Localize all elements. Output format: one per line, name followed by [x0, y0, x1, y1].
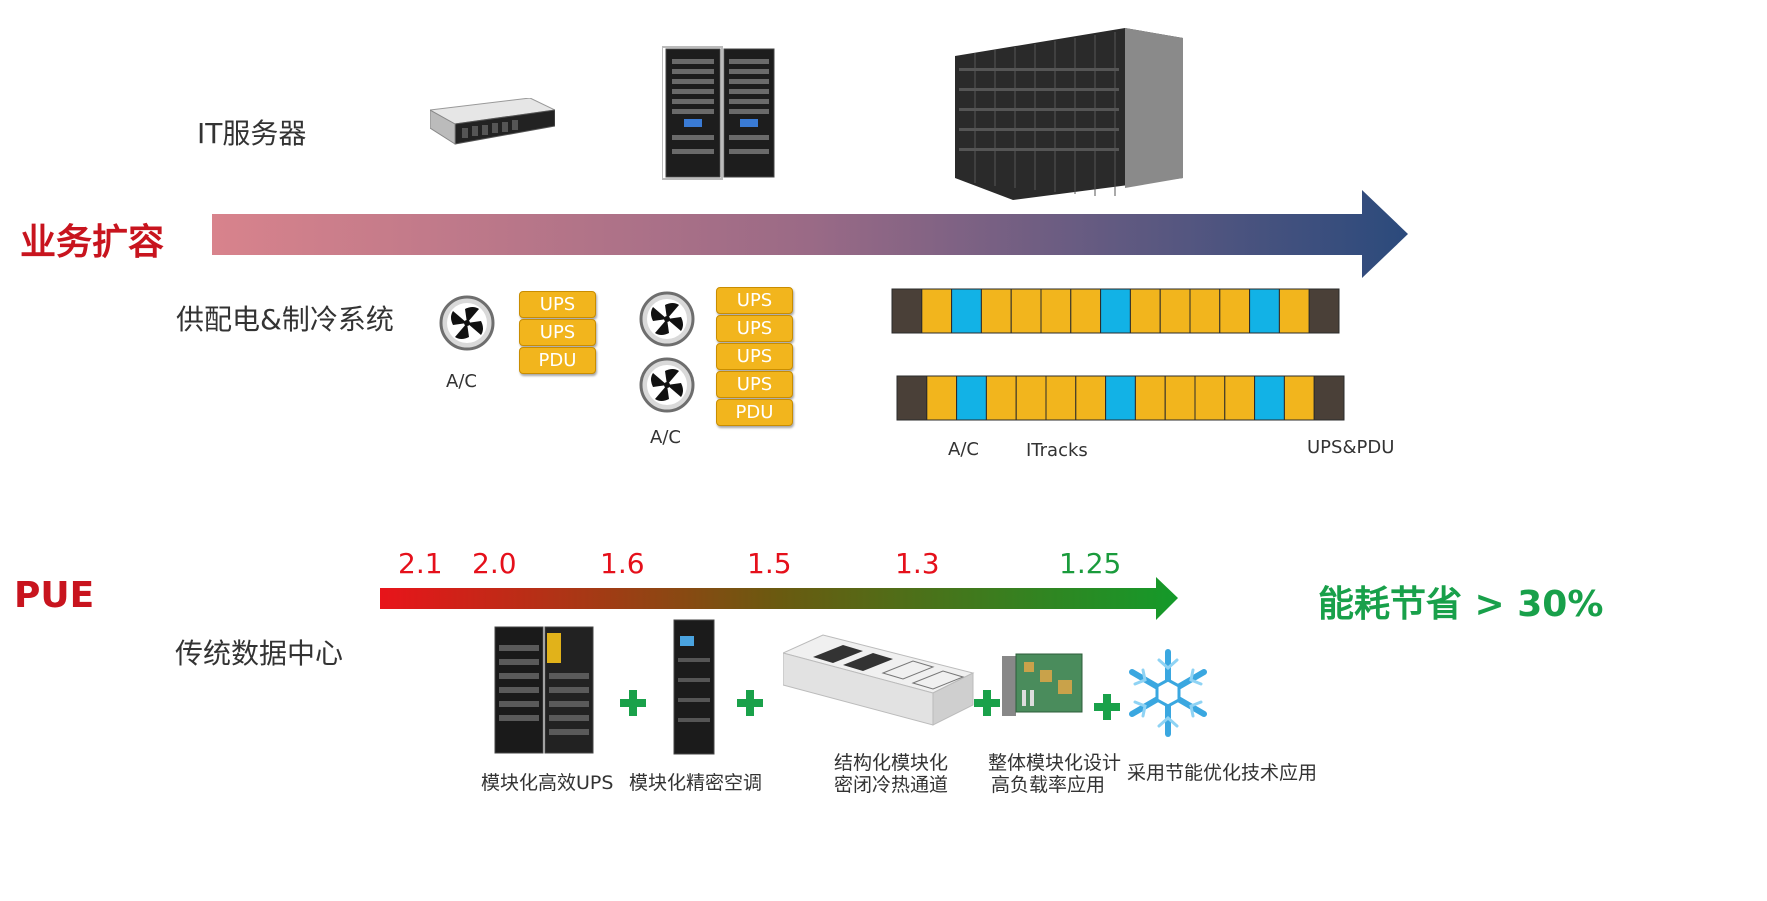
ac-unit-cell	[1249, 288, 1280, 334]
server-row-icon	[955, 28, 1183, 200]
pue-value-1-5: 1.5	[747, 547, 792, 580]
ups-pdu-cell	[1313, 375, 1345, 421]
rack-legend-ac: A/C	[948, 439, 979, 460]
it-rack-cell	[1075, 375, 1107, 421]
rack-legend-itracks: ITracks	[1026, 440, 1088, 461]
tech-caption-modular-ups: 模块化高效UPS	[481, 772, 614, 794]
fan-icon	[639, 291, 695, 347]
pue-value-2-0: 2.0	[472, 547, 517, 580]
ac-unit-cell	[1254, 375, 1285, 421]
pdu-tag: PDU	[519, 347, 596, 374]
ac-unit-cell	[1100, 288, 1131, 334]
tech-caption-energy-tech: 采用节能优化技术应用	[1127, 762, 1318, 784]
modular-ups-icon	[494, 626, 594, 754]
rack-server-icon	[430, 98, 555, 145]
it-rack-cell	[1129, 288, 1161, 334]
traditional-dc-label: 传统数据中心	[175, 637, 344, 670]
it-rack-cell	[1045, 375, 1077, 421]
it-rack-cell	[1219, 288, 1251, 334]
business-expansion-label: 业务扩容	[20, 222, 165, 263]
ups-pdu-cell	[891, 288, 923, 334]
it-rack-cell	[1134, 375, 1166, 421]
it-rack-cell	[1015, 375, 1047, 421]
it-servers-label: IT服务器	[197, 117, 307, 150]
ups-tag: UPS	[519, 291, 596, 318]
pdu-tag: PDU	[716, 399, 793, 426]
fan-icon	[439, 295, 495, 351]
plus-icon	[1094, 694, 1120, 720]
it-rack-cell	[1159, 288, 1191, 334]
ups-pdu-cell	[1308, 288, 1340, 334]
it-rack-cell	[1278, 288, 1310, 334]
cabinet-pair-icon	[662, 46, 775, 180]
it-rack-cell	[926, 375, 958, 421]
fan-icon	[639, 357, 695, 413]
power-cooling-label: 供配电&制冷系统	[176, 303, 394, 336]
pue-arrow	[380, 577, 1178, 620]
ups-tag: UPS	[716, 343, 793, 370]
ups-tag: UPS	[716, 287, 793, 314]
ac-unit-cell	[956, 375, 987, 421]
pue-label: PUE	[14, 575, 95, 616]
it-rack-cell	[1070, 288, 1102, 334]
it-rack-cell	[1283, 375, 1315, 421]
it-rack-cell	[985, 375, 1017, 421]
snowflake-icon	[1129, 649, 1207, 737]
it-rack-cell	[1040, 288, 1072, 334]
it-rack-cell	[1010, 288, 1042, 334]
ac-label-2: A/C	[650, 427, 681, 448]
it-rack-cell	[1164, 375, 1196, 421]
pue-value-1-25: 1.25	[1059, 547, 1122, 580]
ups-pdu-cell	[896, 375, 928, 421]
pue-value-1-3: 1.3	[895, 547, 940, 580]
it-rack-cell	[1224, 375, 1256, 421]
ac-label-1: A/C	[446, 371, 477, 392]
expansion-arrow	[212, 190, 1408, 278]
pue-value-2-1: 2.1	[398, 547, 443, 580]
energy-saving-label: 能耗节省 > 30%	[1318, 584, 1604, 625]
rack-legend-ups-pdu: UPS&PDU	[1307, 437, 1395, 458]
tech-caption-precision-ac: 模块化精密空调	[629, 772, 763, 794]
ac-unit-cell	[1105, 375, 1136, 421]
tech-caption-modular-design-line2: 高负载率应用	[991, 774, 1106, 796]
it-rack-cell	[1189, 288, 1221, 334]
precision-ac-icon	[673, 619, 715, 755]
it-rack-cell	[1194, 375, 1226, 421]
tech-caption-containment-line1: 结构化模块化	[834, 752, 949, 774]
module-card-icon	[1002, 653, 1083, 716]
ups-tag: UPS	[716, 371, 793, 398]
ac-unit-cell	[951, 288, 982, 334]
tech-caption-modular-design-line1: 整体模块化设计	[988, 752, 1122, 774]
ups-tag: UPS	[716, 315, 793, 342]
containment-aisle-icon	[783, 634, 975, 726]
rack-row-2	[896, 375, 1345, 421]
plus-icon	[974, 690, 1000, 716]
tech-caption-containment-line2: 密闭冷热通道	[834, 774, 949, 796]
it-rack-cell	[921, 288, 953, 334]
ups-tag: UPS	[519, 319, 596, 346]
plus-icon	[737, 690, 763, 716]
it-rack-cell	[980, 288, 1012, 334]
rack-row-1	[891, 288, 1340, 334]
pue-value-1-6: 1.6	[600, 547, 645, 580]
plus-icon	[620, 690, 646, 716]
